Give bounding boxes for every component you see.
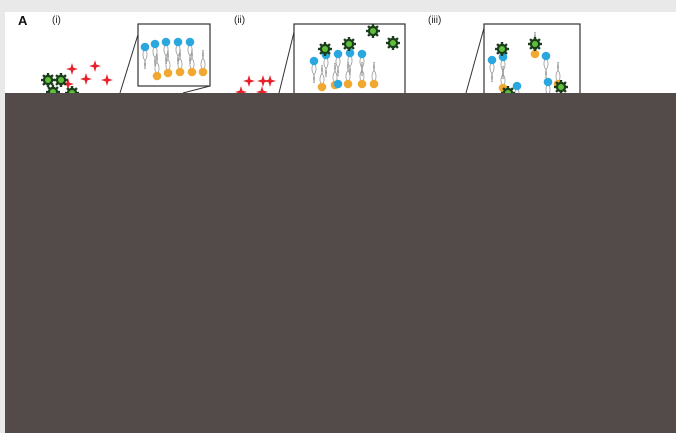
subpanel-label-i: (i)	[52, 15, 61, 26]
subpanel-ii-group	[235, 23, 406, 98]
subpanel-label-iii: (iii)	[428, 15, 442, 26]
subpanel-iii-group	[465, 23, 581, 109]
subpanel-i-group	[41, 23, 211, 103]
red-star-icon	[62, 60, 113, 90]
zoom-box-icon	[137, 23, 211, 87]
occluded-region	[5, 93, 676, 433]
panel-label: A	[18, 13, 28, 28]
lipid-bilayer-icon	[309, 48, 379, 92]
subpanel-label-ii: (ii)	[234, 15, 246, 26]
